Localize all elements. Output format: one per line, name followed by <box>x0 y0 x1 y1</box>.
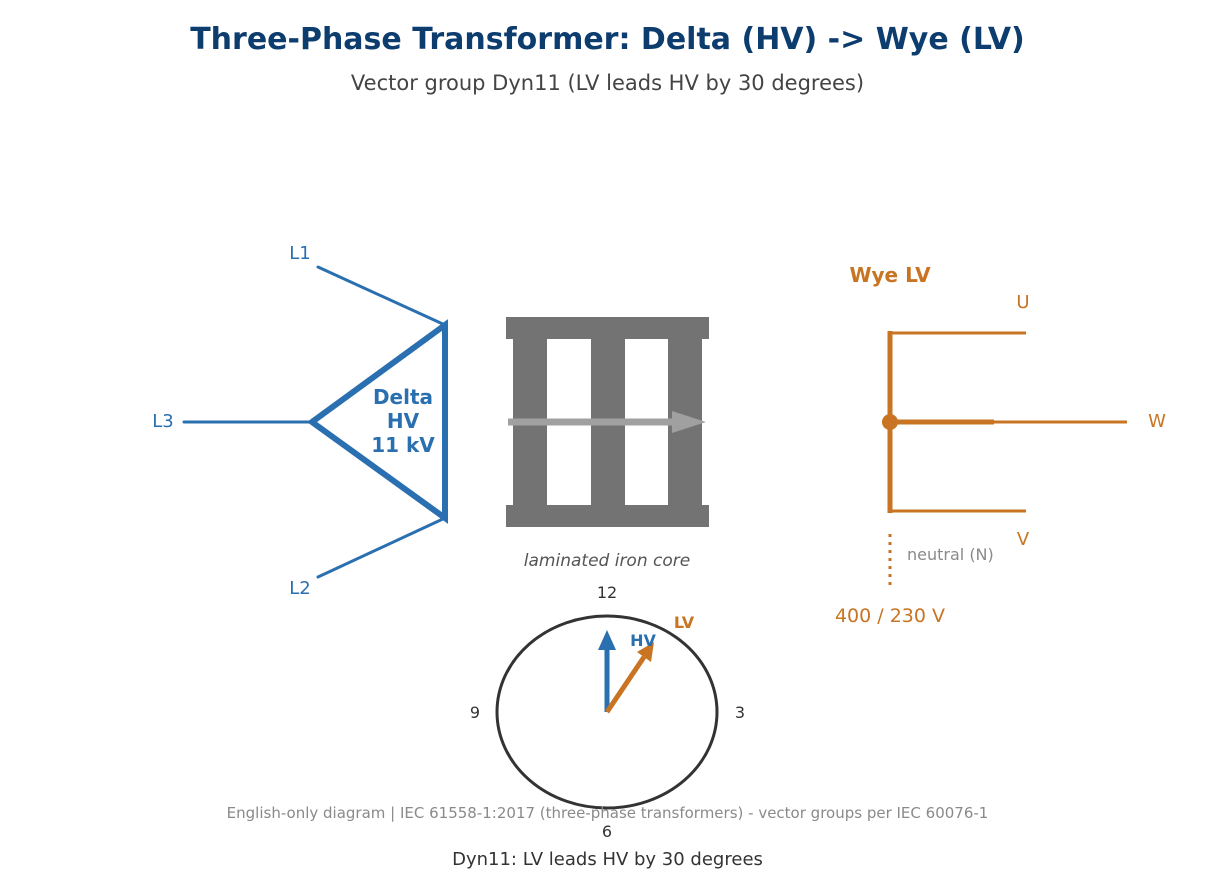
core-caption: laminated iron core <box>524 551 690 571</box>
core-bottom-yoke <box>506 505 709 527</box>
delta-triangle <box>306 319 448 524</box>
clock-number-3: 3 <box>735 703 745 722</box>
star-point <box>882 414 898 430</box>
lv-voltage: 400 / 230 V <box>835 605 945 627</box>
neutral-label: neutral (N) <box>907 545 994 564</box>
terminal-l2: L2 <box>289 578 310 599</box>
clock-number-6: 6 <box>602 822 612 841</box>
terminal-l3: L3 <box>152 411 173 432</box>
clock-caption: Dyn11: LV leads HV by 30 degrees <box>452 849 763 870</box>
terminal-l1: L1 <box>289 243 310 264</box>
lv-phasor-label: LV <box>674 613 695 632</box>
terminal-u: U <box>1016 292 1029 313</box>
lv-phasor-arrow <box>604 642 654 714</box>
hv-phasor-arrow <box>598 630 616 712</box>
hv-voltage: 11 kV <box>371 433 435 457</box>
power-flow-arrow-icon <box>672 411 706 433</box>
clock-number-12: 12 <box>597 583 617 602</box>
core-top-yoke <box>506 317 709 339</box>
l2-lead-wire <box>316 516 447 579</box>
wye-lv-title: Wye LV <box>849 263 931 287</box>
clock-face <box>495 614 719 810</box>
hv-label: HV <box>387 409 420 433</box>
page-title: Three-Phase Transformer: Delta (HV) -> W… <box>190 22 1025 57</box>
delta-hv-winding <box>182 265 448 579</box>
hv-phasor-label: HV <box>630 631 656 650</box>
clock-number-9: 9 <box>470 703 480 722</box>
l1-lead-wire <box>316 265 447 327</box>
terminal-w: W <box>1148 411 1166 432</box>
terminal-v: V <box>1017 529 1030 550</box>
page-subtitle: Vector group Dyn11 (LV leads HV by 30 de… <box>350 71 865 95</box>
footer-note: English-only diagram | IEC 61558-1:2017 … <box>226 804 989 822</box>
delta-label: Delta <box>373 385 433 409</box>
